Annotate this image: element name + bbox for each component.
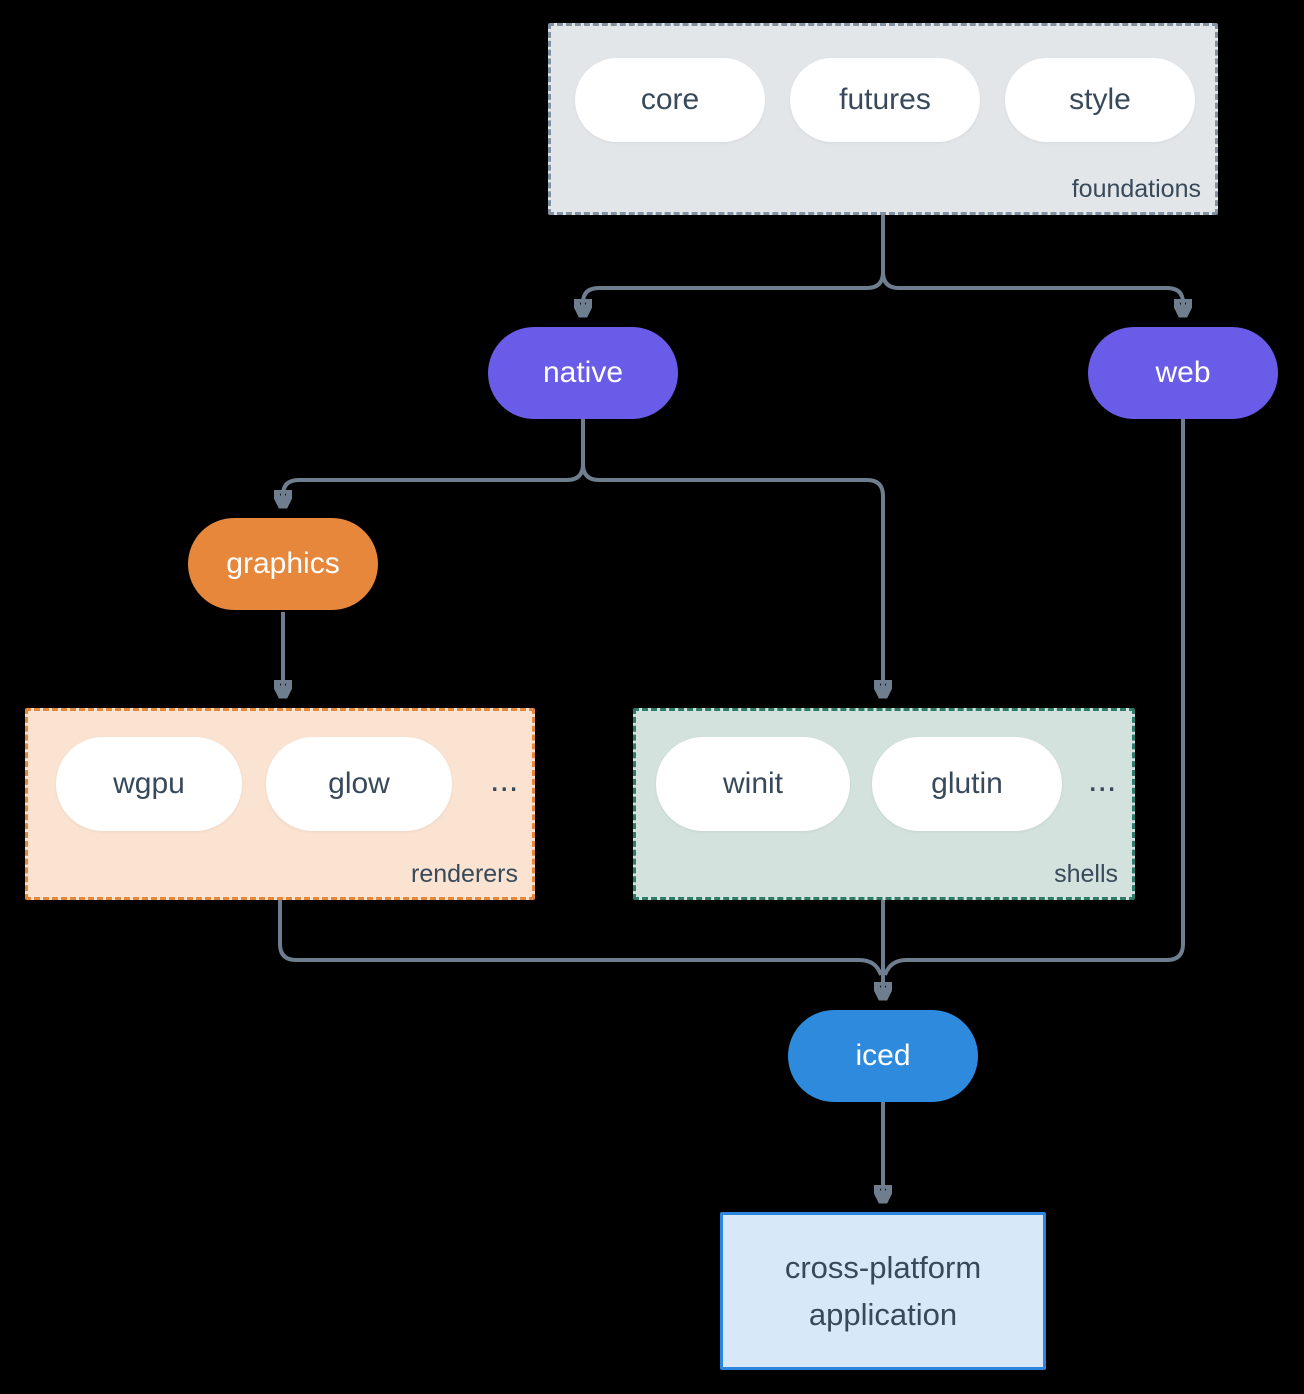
group-foundations: core futures style foundations [548, 23, 1218, 215]
group-shells-label: shells [1054, 860, 1118, 888]
node-winit: winit [656, 737, 850, 831]
edge-renderers-merge [278, 900, 883, 976]
node-style-label: style [1069, 83, 1131, 116]
node-futures: futures [790, 58, 980, 142]
node-wgpu: wgpu [56, 737, 242, 831]
node-graphics: graphics [188, 518, 378, 610]
node-style: style [1005, 58, 1195, 142]
node-native-label: native [542, 356, 624, 389]
renderers-ellipsis: ... [490, 761, 519, 799]
node-iced: iced [788, 1010, 978, 1102]
group-shells: winit glutin ... shells [633, 708, 1135, 900]
group-foundations-label: foundations [1071, 175, 1201, 203]
node-glutin: glutin [872, 737, 1062, 831]
node-graphics-label: graphics [226, 547, 340, 580]
app-label-line2: application [808, 1297, 958, 1332]
node-iced-label: iced [855, 1039, 911, 1072]
node-glow-label: glow [328, 767, 390, 800]
node-web-label: web [1155, 356, 1211, 389]
app-label-line1: cross-platform [784, 1250, 982, 1285]
edge-native-graphics [283, 419, 585, 503]
edge-foundations-native [583, 215, 885, 312]
node-wgpu-label: wgpu [113, 767, 185, 800]
node-web: web [1088, 327, 1278, 419]
edge-web-merge [883, 419, 1185, 976]
node-core: core [575, 58, 765, 142]
node-glow: glow [266, 737, 452, 831]
node-native: native [488, 327, 678, 419]
node-glutin-label: glutin [931, 767, 1003, 800]
edge-foundations-web [881, 215, 1183, 312]
node-core-label: core [640, 83, 700, 116]
group-renderers: wgpu glow ... renderers [25, 708, 535, 900]
node-cross-platform-application: cross-platform application [720, 1212, 1046, 1370]
group-renderers-label: renderers [411, 860, 518, 888]
shells-ellipsis: ... [1088, 761, 1117, 799]
node-winit-label: winit [722, 767, 783, 800]
node-futures-label: futures [839, 83, 931, 116]
edge-native-shells [581, 419, 883, 693]
